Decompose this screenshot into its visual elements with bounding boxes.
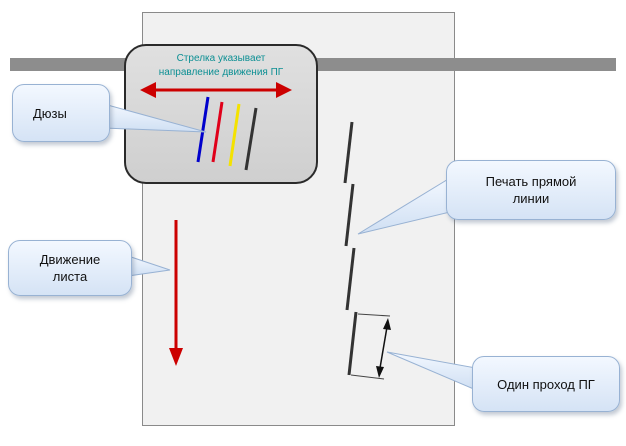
pass-height-bracket: [350, 313, 391, 380]
print-head-caption-line2: направление движения ПГ: [158, 67, 284, 78]
callout-sheet-movement-line1: Движение: [39, 252, 101, 267]
nozzle-black: [244, 107, 258, 171]
callout-sheet-movement-line2: листа: [52, 269, 88, 284]
nozzle-blue: [196, 96, 210, 163]
head-direction-arrow: [140, 82, 292, 98]
print-head-caption: Стрелка указывает направление движения П…: [128, 52, 314, 80]
print-head-caption-line1: Стрелка указывает: [176, 53, 266, 64]
callout-tail-nozzles: [103, 103, 207, 133]
callout-nozzles: Дюзы: [12, 84, 110, 142]
callout-straight-line-line1: Печать прямой: [485, 174, 577, 189]
callout-straight-line-line2: линии: [512, 191, 550, 206]
callout-tail-one-pass: [386, 351, 477, 391]
callout-straight-line: Печать прямой линии: [446, 160, 616, 220]
printed-segment-4: [347, 311, 358, 376]
callout-nozzles-text: Дюзы: [33, 105, 67, 121]
sheet-movement-arrow: [169, 220, 183, 366]
nozzle-red: [211, 101, 224, 163]
callout-tail-sheet: [127, 255, 171, 277]
callout-tail-straight-line: [357, 177, 451, 235]
callout-one-pass-text: Один проход ПГ: [497, 376, 595, 392]
printed-segment-1: [343, 121, 354, 184]
callout-sheet-movement: Движение листа: [8, 240, 132, 296]
callout-one-pass: Один проход ПГ: [472, 356, 620, 412]
printed-segment-2: [344, 183, 355, 247]
nozzle-yellow: [228, 103, 241, 167]
printed-segment-3: [345, 247, 356, 311]
